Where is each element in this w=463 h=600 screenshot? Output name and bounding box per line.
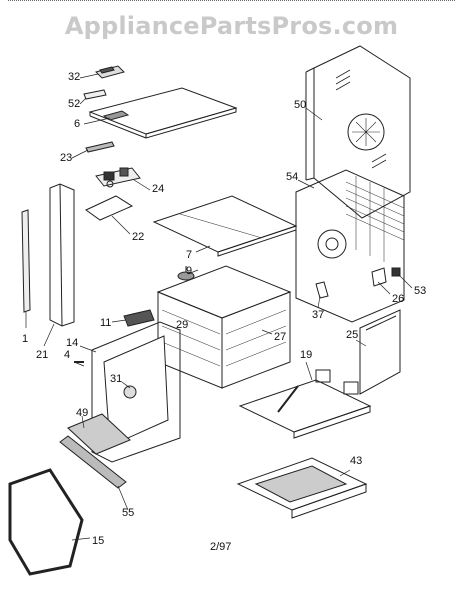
part-27-oven-cavity [156, 265, 292, 389]
part-55-vent-trim [59, 435, 127, 489]
part-24-control [95, 167, 141, 188]
part-1-side-trim [21, 209, 31, 313]
label-7: 7 [186, 249, 192, 261]
label-15: 15 [92, 535, 104, 547]
part-54-rear-frame [295, 169, 405, 323]
label-6: 6 [74, 118, 80, 130]
part-7-bottom-shield [152, 195, 298, 257]
part-15-gasket [8, 468, 84, 576]
label-25: 25 [346, 329, 358, 341]
label-55: 55 [122, 507, 134, 519]
part-25-side-panel [359, 309, 401, 395]
scan-top-edge [8, 0, 455, 4]
part-22-plate [85, 195, 134, 221]
label-22: 22 [132, 231, 144, 243]
part-11-element [123, 309, 155, 327]
label-19: 19 [300, 349, 312, 361]
label-29: 29 [176, 319, 188, 331]
part-26-bracket [371, 267, 387, 287]
label-53: 53 [414, 285, 426, 297]
part-9-knob [177, 266, 195, 281]
label-50: 50 [294, 99, 306, 111]
part-14-front-frame [91, 321, 181, 463]
part-23-strip [85, 141, 115, 153]
label-24: 24 [152, 183, 164, 195]
label-14: 14 [66, 337, 78, 349]
label-37: 37 [312, 309, 324, 321]
label-4: 4 [64, 349, 70, 361]
label-27: 27 [274, 331, 286, 343]
part-6-top-panel [88, 87, 238, 139]
label-23: 23 [60, 152, 72, 164]
part-19-floor-pan [238, 369, 372, 439]
label-1: 1 [22, 333, 28, 345]
part-43-bottom-tray [236, 457, 368, 519]
label-52: 52 [68, 98, 80, 110]
label-32: 32 [68, 71, 80, 83]
label-43: 43 [350, 455, 362, 467]
part-21-side-trim [49, 183, 75, 327]
part-32-bracket [95, 65, 125, 79]
revision-date: 2/97 [210, 541, 231, 553]
part-50-rear-panel [305, 45, 411, 219]
label-11: 11 [100, 317, 111, 329]
label-31: 31 [110, 373, 122, 385]
part-37-clip [315, 281, 329, 299]
part-53-block [391, 267, 401, 277]
label-54: 54 [286, 171, 298, 183]
label-21: 21 [36, 349, 48, 361]
label-9: 9 [186, 265, 192, 277]
part-labels: 32 52 6 50 23 24 54 22 7 9 26 53 1 21 11… [22, 71, 426, 553]
leader-lines [25, 73, 413, 541]
watermark: AppliancePartsPros.com [64, 12, 399, 40]
part-52-clip [83, 89, 107, 100]
label-49: 49 [76, 407, 88, 419]
label-26: 26 [392, 293, 404, 305]
